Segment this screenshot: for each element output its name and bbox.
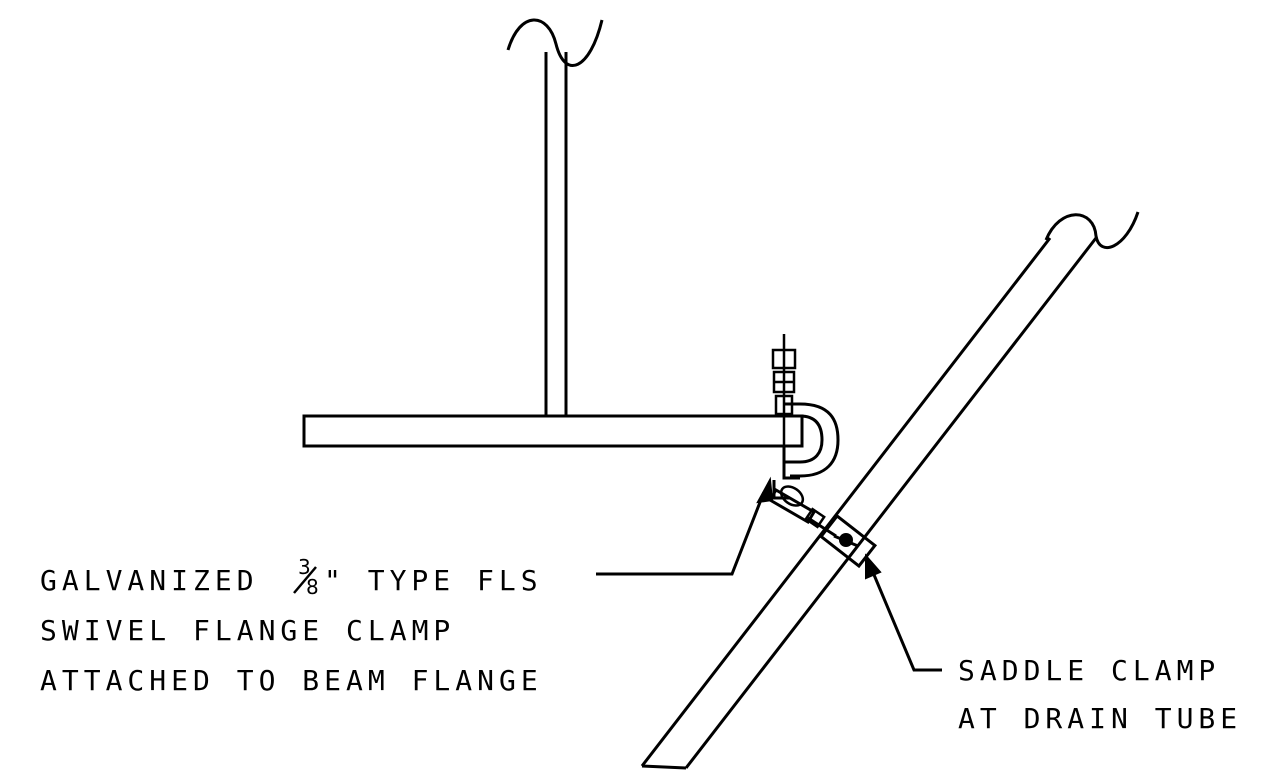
arrowhead-saddle-clamp bbox=[865, 553, 882, 580]
beam-flange bbox=[302, 414, 804, 448]
break-line-web bbox=[506, 18, 604, 67]
note-flange-line1-after: " TYPE FLS bbox=[324, 564, 543, 597]
svg-text:GALVANIZED: GALVANIZED bbox=[40, 564, 259, 597]
fraction-three-eighths: 3 8 bbox=[293, 555, 319, 599]
swivel-flange-clamp bbox=[771, 334, 840, 507]
leader-flange-clamp bbox=[596, 476, 774, 576]
drain-tube bbox=[640, 211, 1140, 770]
note-saddle-line2: AT DRAIN TUBE bbox=[958, 702, 1242, 735]
note-flange-line1-before: GALVANIZED bbox=[40, 564, 259, 597]
leader-saddle-clamp bbox=[865, 553, 942, 672]
hanger-rod bbox=[767, 487, 837, 538]
note-flange-clamp: GALVANIZED 3 8 " TYPE FLS SWIVEL FLANGE … bbox=[40, 555, 543, 697]
fraction-denominator: 8 bbox=[306, 575, 319, 599]
note-saddle-line1: SADDLE CLAMP bbox=[958, 654, 1220, 687]
note-flange-line3: ATTACHED TO BEAM FLANGE bbox=[40, 664, 543, 697]
note-flange-line2: SWIVEL FLANGE CLAMP bbox=[40, 614, 455, 647]
note-saddle-clamp: SADDLE CLAMP AT DRAIN TUBE bbox=[958, 654, 1242, 735]
fraction-numerator: 3 bbox=[298, 555, 311, 579]
beam-web bbox=[506, 18, 604, 416]
arrowhead-flange-clamp bbox=[756, 476, 774, 504]
break-line-tube bbox=[1044, 211, 1140, 249]
